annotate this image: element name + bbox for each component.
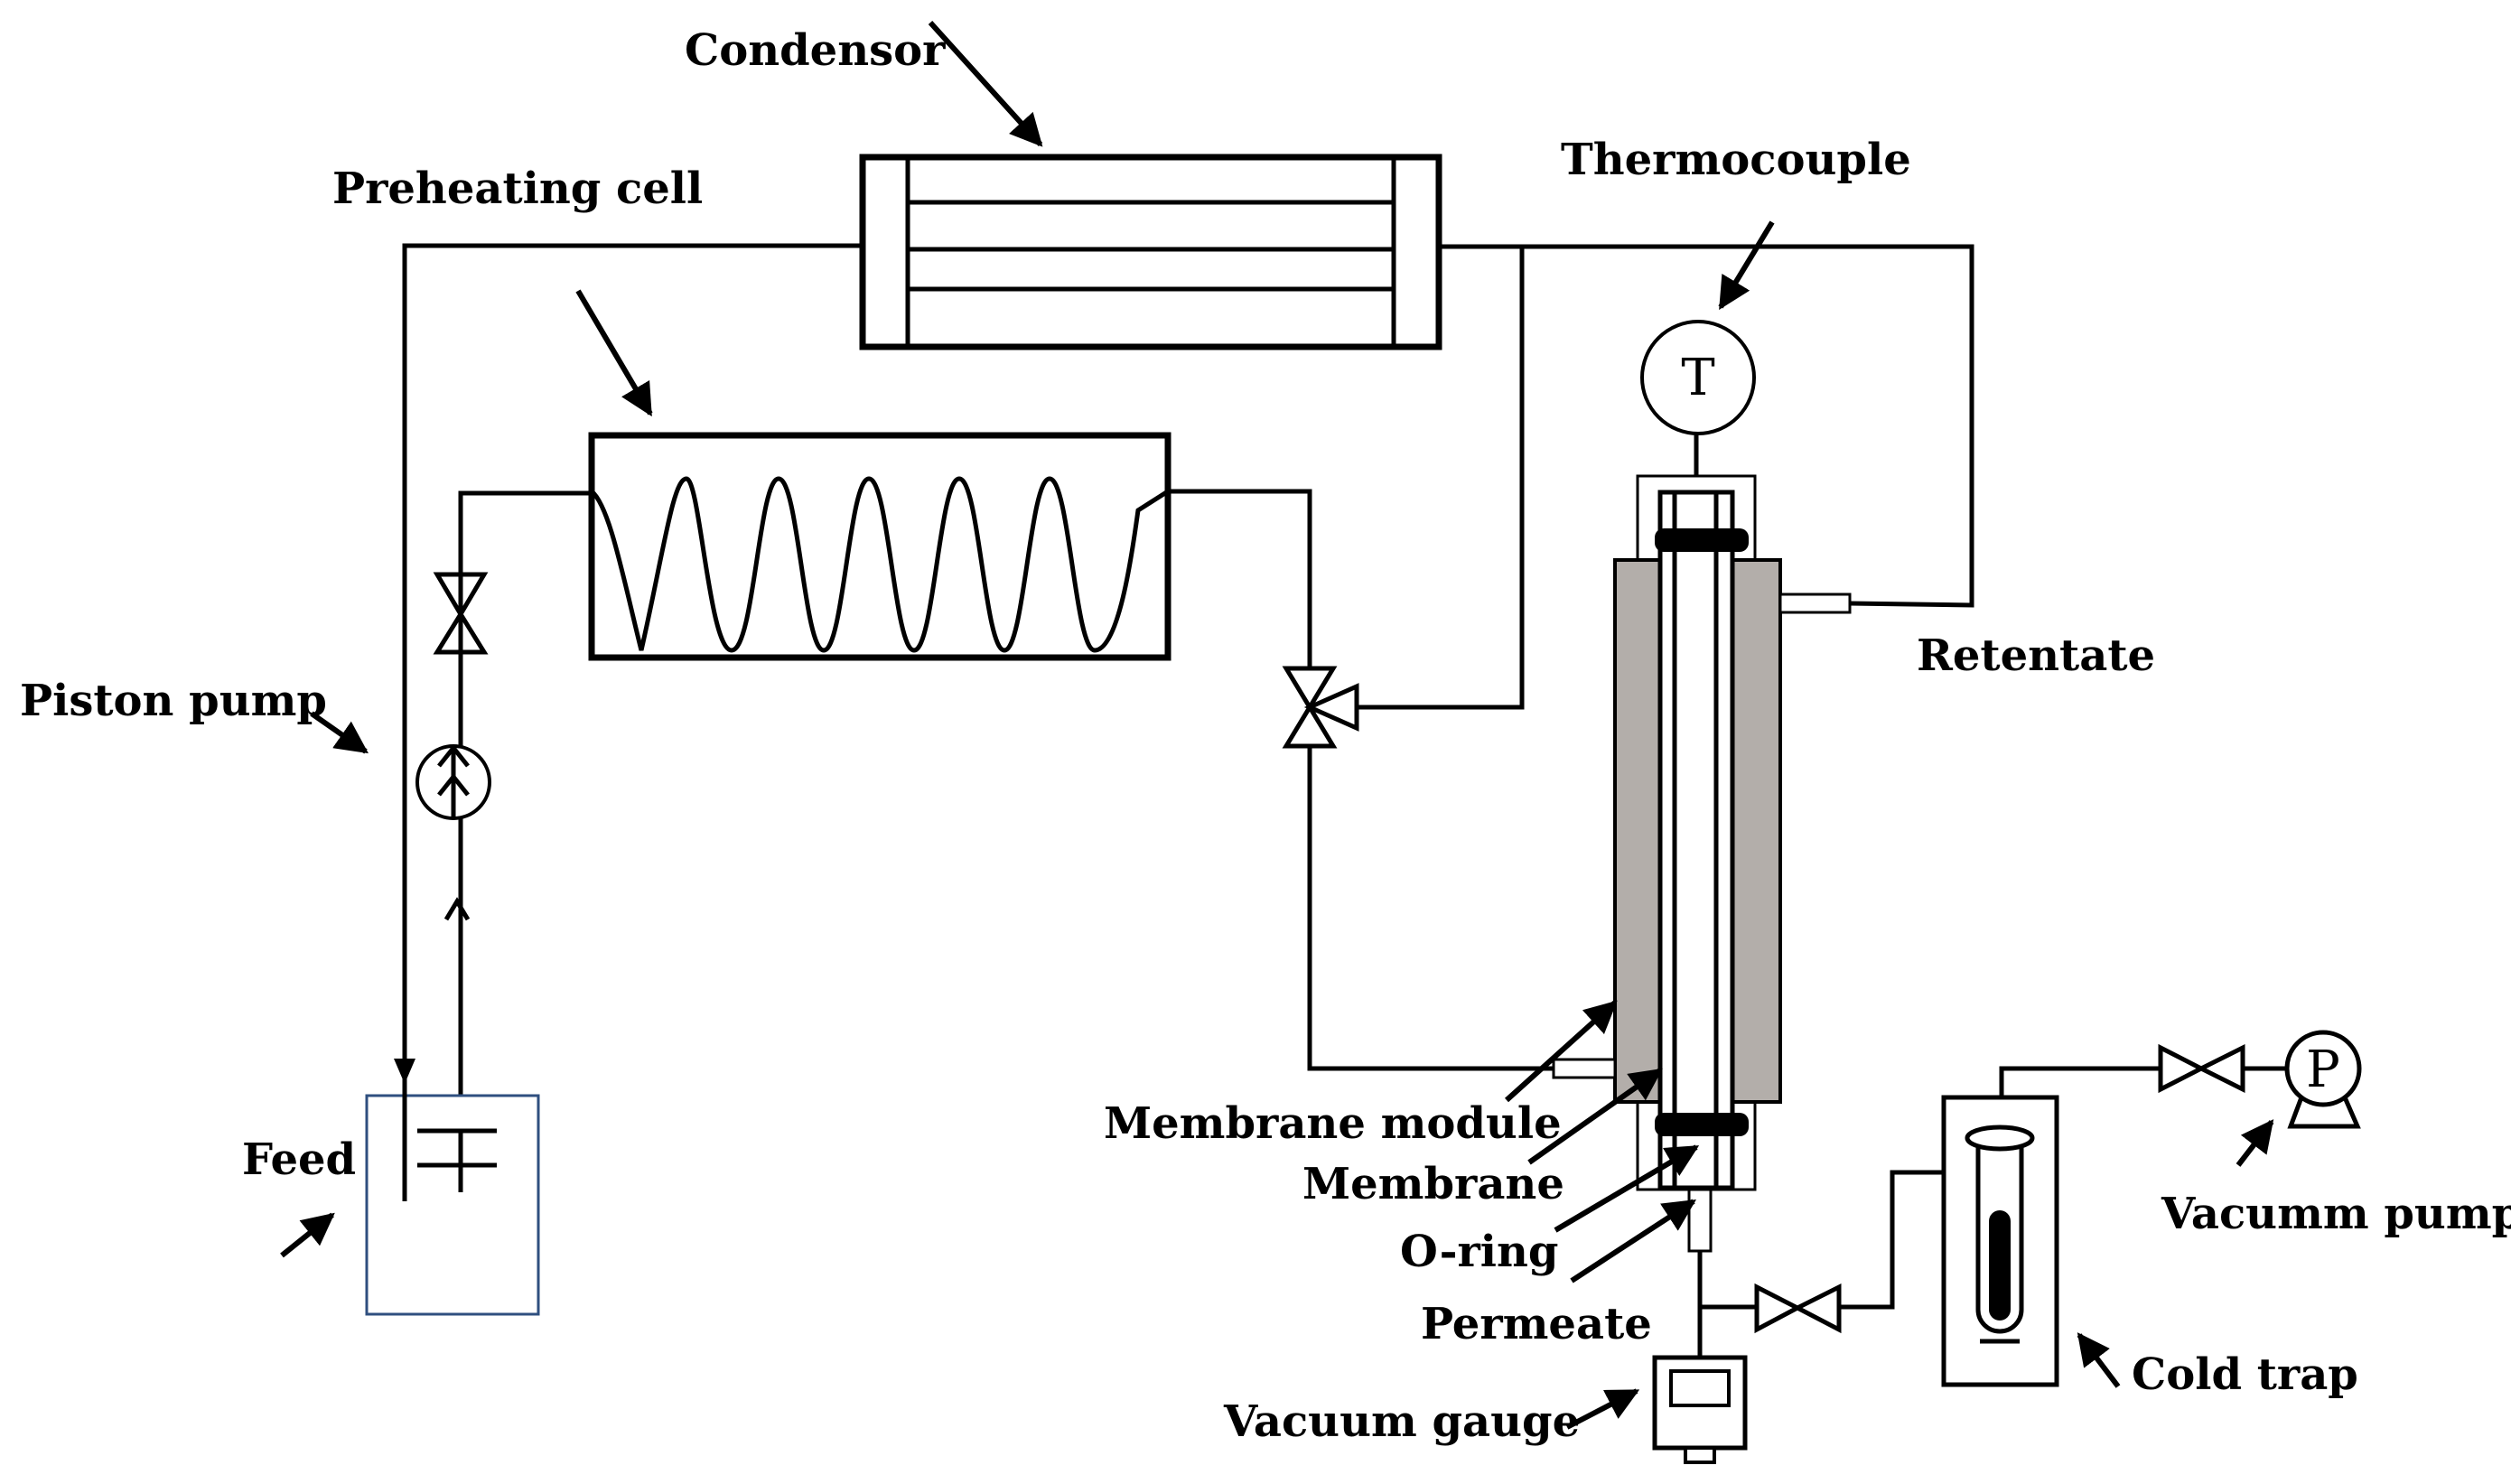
- cold-trap-arrow: [2077, 1332, 2121, 1388]
- condenser: [859, 154, 1442, 350]
- thermocouple-symbol: T: [1681, 349, 1714, 407]
- feed-label: Feed: [242, 1134, 356, 1185]
- thermocouple-label: Thermocouple: [1561, 135, 1911, 185]
- vacuum-gauge: [1652, 1355, 1748, 1464]
- vacumm-pump-label: Vacumm pump: [2161, 1189, 2511, 1239]
- thermocouple-arrow: [1718, 220, 1775, 311]
- feed-tank: [365, 1059, 540, 1316]
- feed-arrow: [280, 1212, 335, 1258]
- retentate-label: Retentate: [1917, 630, 2155, 681]
- vacuum-pump: P: [2284, 1030, 2362, 1129]
- piston-pump-arrow: [310, 711, 369, 754]
- o-ring-arrow: [1554, 1144, 1700, 1233]
- vacuum-gauge-arrow: [1565, 1388, 1640, 1430]
- membrane-module-arrow: [1504, 1000, 1618, 1103]
- feed-valve: [433, 572, 489, 655]
- permeate-label: Permeate: [1421, 1299, 1652, 1349]
- preheating-cell-label: Preheating cell: [332, 163, 703, 214]
- membrane-arrow: [1527, 1068, 1663, 1165]
- membrane-module-label: Membrane module: [1104, 1098, 1562, 1149]
- cold-trap-label: Cold trap: [2132, 1349, 2358, 1400]
- membrane-label: Membrane: [1302, 1159, 1564, 1209]
- preheating-cell-arrow: [575, 289, 653, 417]
- permeate-valve: [1754, 1283, 1842, 1334]
- condensor-label: Condensor: [685, 25, 946, 76]
- vacuum-valve: [2158, 1043, 2245, 1094]
- piston-pump: [415, 743, 491, 921]
- piston-pump-label: Piston pump: [20, 676, 327, 726]
- cold-trap: [1941, 1095, 2059, 1387]
- callout-arrows: [280, 20, 2274, 1430]
- vacuum-gauge-label: Vacuum gauge: [1223, 1396, 1580, 1447]
- membrane-module: [1552, 474, 1852, 1253]
- permeate-arrow: [1570, 1199, 1697, 1283]
- labels: Condensor Preheating cell Thermocouple R…: [20, 25, 2511, 1447]
- thermocouple: T: [1640, 320, 1756, 435]
- preheating-cell: [588, 432, 1171, 661]
- condensor-arrow: [928, 20, 1043, 147]
- vacumm-pump-arrow: [2236, 1119, 2274, 1167]
- pump-symbol: P: [2306, 1041, 2340, 1099]
- three-way-valve: [1282, 666, 1359, 749]
- o-ring-label: O-ring: [1400, 1227, 1558, 1277]
